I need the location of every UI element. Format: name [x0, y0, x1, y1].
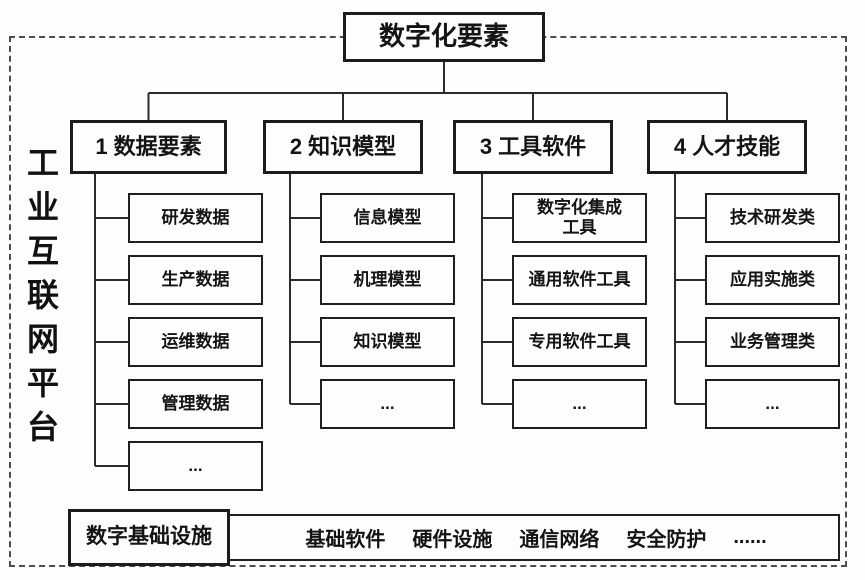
node-foundation-label: 数字基础设施 [68, 509, 230, 566]
node-col3-header: 3 工具软件 [453, 120, 613, 174]
column-1-connector [94, 174, 128, 467]
node-col3-child-1: 数字化集成 工具 [512, 193, 647, 243]
column-2-connector [289, 174, 320, 405]
foundation-item: 基础软件 [305, 529, 386, 551]
node-col3-child-4: ... [512, 379, 647, 429]
foundation-item: ...... [733, 526, 767, 548]
foundation-item: 硬件设施 [412, 529, 493, 551]
column-4-connector [674, 174, 705, 405]
node-col2-child-4: ... [320, 379, 455, 429]
foundation-item: 通信网络 [519, 529, 600, 551]
column-3-connector [481, 174, 512, 405]
node-col4-header: 4 人才技能 [647, 120, 807, 174]
node-col4-child-2: 应用实施类 [705, 255, 840, 305]
root-connector [147, 62, 728, 120]
node-col2-child-2: 机理模型 [320, 255, 455, 305]
node-col1-child-1: 研发数据 [128, 193, 263, 243]
node-col1-header: 1 数据要素 [70, 120, 227, 174]
node-col1-child-5: ... [128, 441, 263, 491]
node-root: 数字化要素 [343, 12, 545, 62]
node-col4-child-4: ... [705, 379, 840, 429]
node-col1-child-3: 运维数据 [128, 317, 263, 367]
node-col3-child-2: 通用软件工具 [512, 255, 647, 305]
node-col1-child-4: 管理数据 [128, 379, 263, 429]
foundation-item: 安全防护 [626, 529, 707, 551]
node-col2-child-3: 知识模型 [320, 317, 455, 367]
node-col4-child-1: 技术研发类 [705, 193, 840, 243]
node-col1-child-2: 生产数据 [128, 255, 263, 305]
node-col2-header: 2 知识模型 [263, 120, 423, 174]
node-col2-child-1: 信息模型 [320, 193, 455, 243]
node-col4-child-3: 业务管理类 [705, 317, 840, 367]
platform-label: 工业互联网平台 [23, 146, 59, 454]
node-col3-child-3: 专用软件工具 [512, 317, 647, 367]
